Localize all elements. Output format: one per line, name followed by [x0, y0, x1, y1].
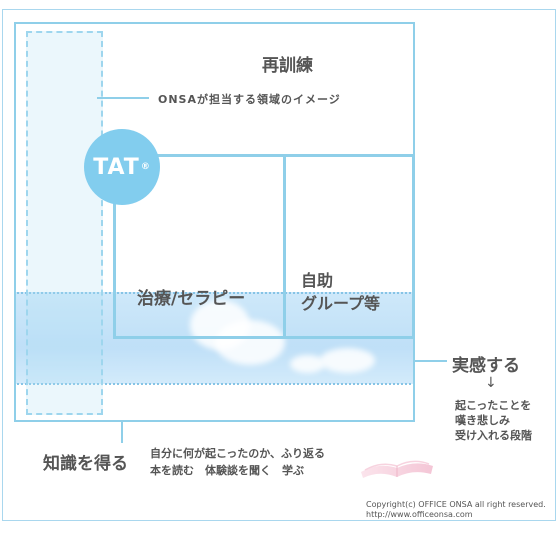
knowledge-connector — [121, 422, 123, 443]
onsa-area-label: ONSAが担当する領域のイメージ — [158, 93, 341, 106]
experience-label: 実感する — [452, 356, 520, 376]
tat-circle: TAT® — [84, 129, 160, 205]
down-arrow-icon: ↓ — [485, 375, 497, 391]
retraining-label: 再訓練 — [262, 56, 313, 76]
copyright-footer: Copyright(c) OFFICE ONSA all right reser… — [366, 500, 546, 520]
grief-line2: 嘆き悲しみ — [455, 414, 510, 427]
site-url[interactable]: http://www.officeonsa.com — [366, 510, 473, 519]
open-book-icon — [361, 460, 433, 478]
knowledge-label: 知識を得る — [43, 454, 128, 474]
therapy-label: 治療/セラピー — [137, 289, 246, 309]
grief-line1: 起こったことを — [455, 399, 532, 412]
registered-mark: ® — [140, 162, 151, 172]
outer-frame — [2, 9, 556, 521]
onsa-area-column — [26, 31, 103, 415]
knowledge-description: 自分に何が起こったのか、ふり返る 本を読む 体験談を聞く 学ぶ — [150, 445, 325, 479]
self-help-line2: グループ等 — [301, 294, 381, 313]
therapy-divider — [283, 154, 286, 339]
copyright-text: Copyright(c) OFFICE ONSA all right reser… — [366, 500, 546, 509]
self-help-line1: 自助 — [301, 271, 334, 290]
self-help-label: 自助 グループ等 — [301, 269, 380, 315]
band-bottom-line — [14, 383, 415, 385]
grief-description: 起こったことを 嘆き悲しみ 受け入れる段階 — [455, 398, 532, 443]
grief-line3: 受け入れる段階 — [455, 429, 532, 442]
cloud-2 — [215, 320, 285, 365]
cloud-4 — [290, 355, 325, 373]
reflect-line2: 本を読む 体験談を聞く 学ぶ — [150, 464, 304, 477]
experience-connector — [415, 360, 447, 362]
onsa-connector — [97, 97, 149, 99]
therapy-box — [113, 154, 415, 339]
tat-label: TAT — [93, 154, 140, 180]
cloud-3 — [320, 348, 375, 373]
band-top-line — [14, 292, 415, 294]
reflect-line1: 自分に何が起こったのか、ふり返る — [150, 447, 326, 460]
